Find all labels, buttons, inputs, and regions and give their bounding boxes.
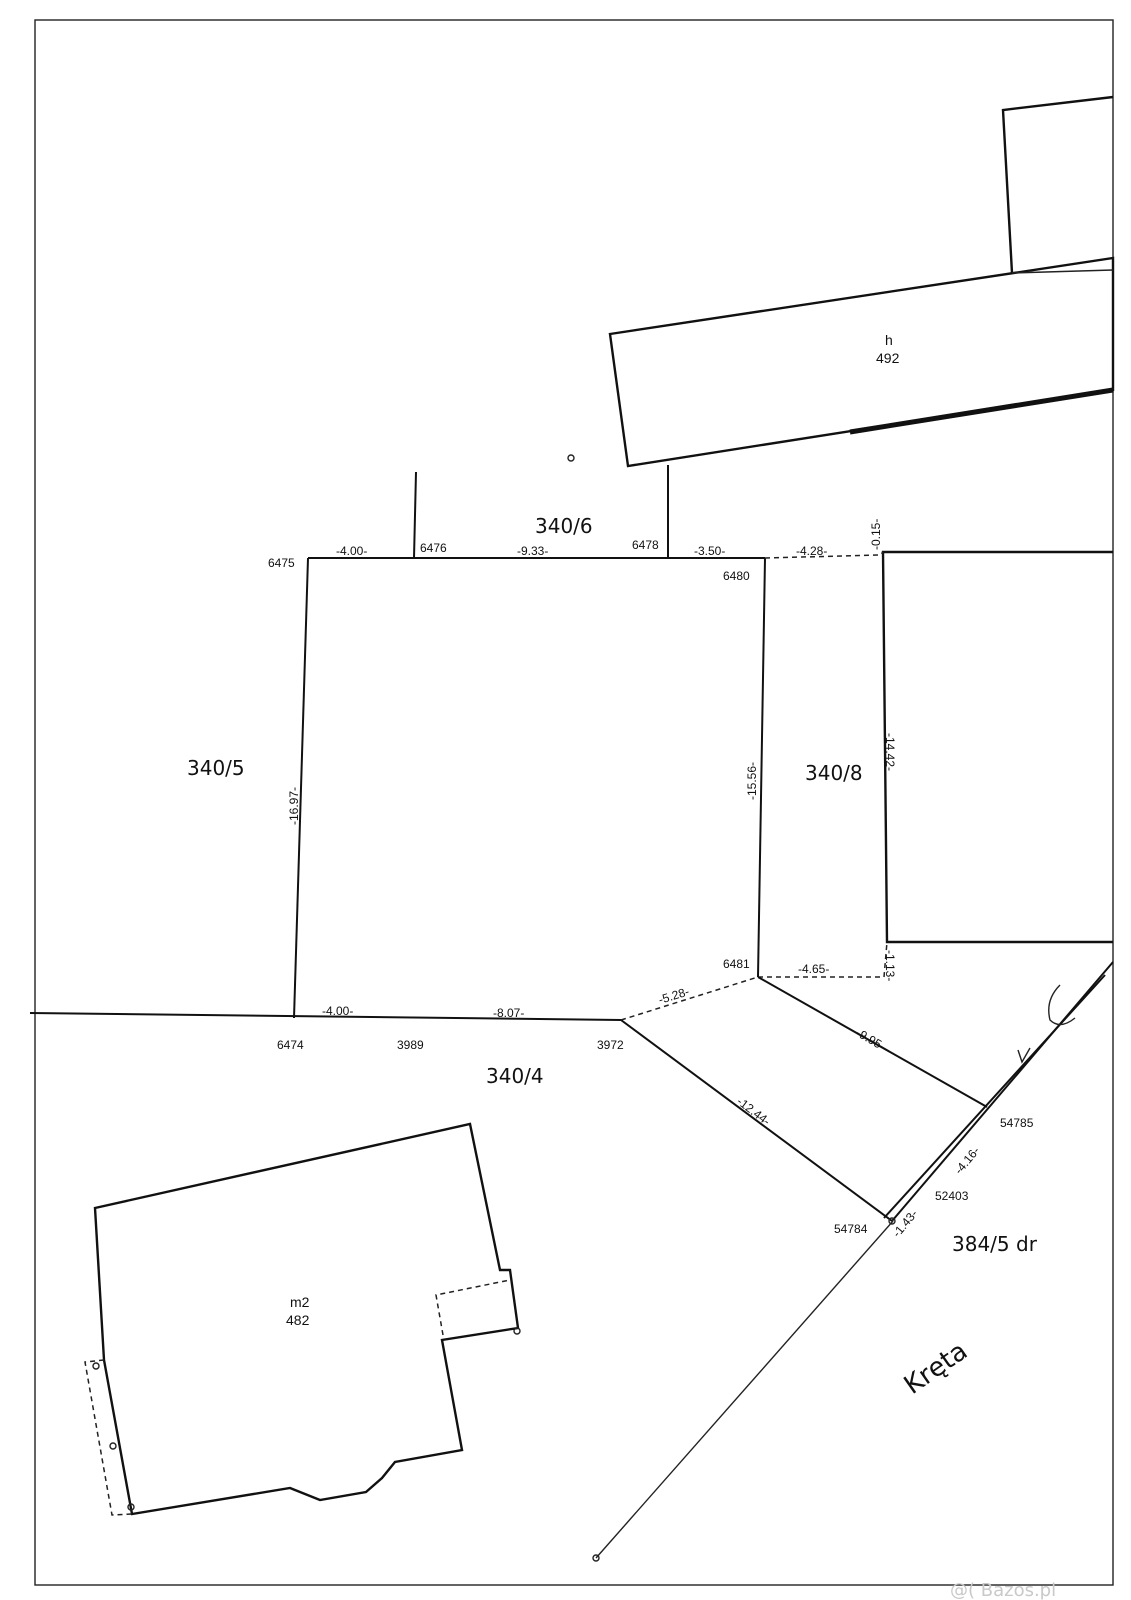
street-name: Kręta — [899, 1336, 973, 1401]
parcel-label-340-5: 340/5 — [187, 756, 245, 780]
dimension-label: -0.15- — [869, 519, 883, 550]
building-h-code: h — [885, 332, 893, 348]
map-frame — [34, 19, 1114, 1586]
dimension-label: -3.50- — [694, 544, 725, 558]
dimension-label: -9.95- — [854, 1025, 888, 1053]
point-6481: 6481 — [723, 957, 750, 971]
point-54784: 54784 — [834, 1222, 868, 1236]
dimension-label: -8.07- — [493, 1006, 524, 1020]
dimension-label: -14.42- — [883, 733, 897, 771]
building-h-number: 492 — [876, 350, 900, 366]
point-6480: 6480 — [723, 569, 750, 583]
point-6475: 6475 — [268, 556, 295, 570]
building-east — [881, 550, 1113, 944]
point-52403: 52403 — [935, 1189, 969, 1203]
building-h — [608, 95, 1115, 468]
dimension-label: -4.65- — [798, 962, 829, 976]
dimension-label: -15.56- — [745, 762, 759, 800]
building-m2-number: 482 — [286, 1312, 310, 1328]
parcel-label-384-5: 384/5 dr — [952, 1232, 1038, 1256]
dimension-label: -1.13- — [883, 950, 897, 981]
point-6478: 6478 — [632, 538, 659, 552]
parcel-boundaries — [29, 454, 1114, 1562]
dimension-label: -9.33- — [517, 544, 548, 558]
parcel-label-340-4: 340/4 — [486, 1064, 544, 1088]
point-6476: 6476 — [420, 541, 447, 555]
point-3989: 3989 — [397, 1038, 424, 1052]
building-m2-code: m2 — [290, 1294, 310, 1310]
dimension-label: -4.16- — [952, 1144, 983, 1177]
dimension-label: -16.97- — [287, 787, 301, 825]
dimension-label: -4.00- — [336, 544, 367, 558]
point-54785: 54785 — [1000, 1116, 1034, 1130]
point-3972: 3972 — [597, 1038, 624, 1052]
watermark: @( Bazos.pl — [950, 1580, 1056, 1600]
point-6474: 6474 — [277, 1038, 304, 1052]
dimension-label: -12.44- — [734, 1094, 773, 1128]
parcel-label-340-6: 340/6 — [535, 514, 593, 538]
dimension-label: -4.00- — [322, 1004, 353, 1018]
building-m2 — [84, 1122, 521, 1516]
dimension-label: -4.28- — [796, 544, 827, 558]
parcel-label-340-8: 340/8 — [805, 761, 863, 785]
